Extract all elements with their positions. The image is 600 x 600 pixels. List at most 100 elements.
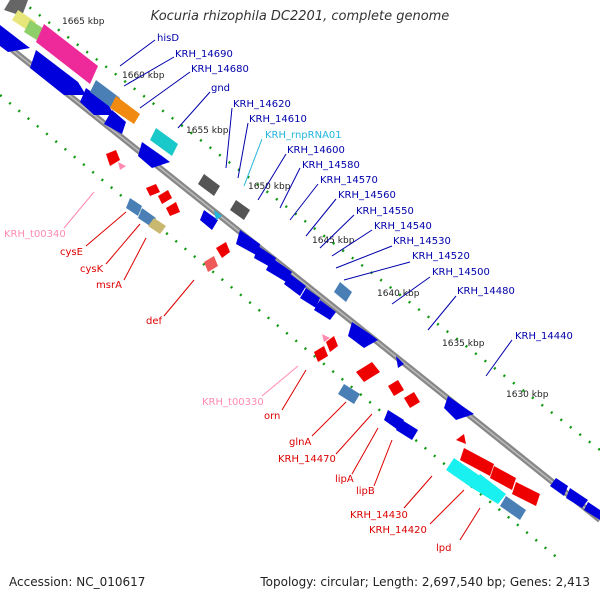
leader-krh-t00330 — [261, 365, 299, 397]
label-krh-14550[interactable]: KRH_14550 — [356, 206, 414, 217]
box-steel-5[interactable] — [338, 384, 360, 404]
gene-top-red[interactable] — [106, 150, 120, 166]
label-krh-14520[interactable]: KRH_14520 — [412, 251, 470, 262]
box-steel-1[interactable] — [90, 80, 120, 110]
leader-orn — [281, 369, 307, 411]
gene-cyse[interactable] — [146, 184, 160, 196]
gene-krh-14690[interactable] — [30, 50, 86, 95]
label-msra[interactable]: msrA — [96, 280, 122, 291]
box-gray-3[interactable] — [230, 200, 250, 220]
gene-lipb-b[interactable] — [396, 420, 418, 440]
box-cyan-2[interactable] — [446, 458, 480, 488]
gene-krh-14550[interactable] — [300, 288, 320, 308]
box-magenta[interactable] — [36, 24, 98, 84]
trna-t00340-marker[interactable] — [118, 162, 126, 170]
box-cyan-3[interactable] — [472, 474, 506, 504]
label-orn[interactable]: orn — [264, 411, 280, 422]
label-krh-14480[interactable]: KRH_14480 — [457, 286, 515, 297]
label-glna[interactable]: glnA — [289, 437, 311, 448]
gene-krh-14430-c[interactable] — [512, 482, 540, 506]
gene-hisd[interactable] — [0, 25, 30, 52]
gene-msra[interactable] — [166, 202, 180, 216]
label-krh-14440[interactable]: KRH_14440 — [515, 331, 573, 342]
leader-msra — [123, 237, 147, 281]
gene-krh-14440-c[interactable] — [584, 502, 600, 520]
label-krh-rnprna01[interactable]: KRH_rnpRNA01 — [265, 130, 342, 141]
leader-glna — [311, 401, 347, 437]
label-krh-14500[interactable]: KRH_14500 — [432, 267, 490, 278]
gene-krh-14680-b[interactable] — [104, 110, 126, 134]
label-cyse[interactable]: cysE — [60, 247, 83, 258]
label-krh-14420[interactable]: KRH_14420 — [369, 525, 427, 536]
gene-gnd[interactable] — [138, 142, 170, 168]
label-krh-14530[interactable]: KRH_14530 — [393, 236, 451, 247]
track-outer — [19, 0, 600, 451]
box-gray-1[interactable] — [4, 0, 28, 16]
label-krh-14570[interactable]: KRH_14570 — [320, 175, 378, 186]
label-lipa[interactable]: lipA — [335, 474, 354, 485]
gene-krh-14540[interactable] — [314, 300, 336, 320]
label-krh-t00340[interactable]: KRH_t00340 — [4, 229, 66, 240]
gene-krh-14430-a[interactable] — [460, 448, 494, 476]
gene-krh-14500[interactable] — [396, 356, 404, 368]
map-title: Kocuria rhizophila DC2201, complete geno… — [150, 9, 450, 24]
gene-krh-14470[interactable] — [388, 380, 404, 396]
box-steel-2[interactable] — [334, 282, 352, 302]
trna-t00330-marker[interactable] — [322, 334, 330, 342]
gene-krh-14560[interactable] — [284, 274, 306, 296]
kbp-tick-label: 1635 kbp — [442, 339, 485, 349]
gene-orn-b[interactable] — [326, 336, 338, 352]
label-lipb[interactable]: lipB — [356, 486, 375, 497]
label-krh-14540[interactable]: KRH_14540 — [374, 221, 432, 232]
gene-def[interactable] — [216, 242, 230, 258]
box-orange[interactable] — [110, 96, 140, 124]
label-lpd[interactable]: lpd — [436, 543, 451, 554]
leader-def — [163, 279, 195, 317]
gene-lipa[interactable] — [404, 392, 420, 408]
leader-krh-14570 — [289, 183, 319, 221]
box-steel-3[interactable] — [126, 198, 142, 216]
label-krh-14430[interactable]: KRH_14430 — [350, 510, 408, 521]
gene-cysk[interactable] — [158, 190, 172, 204]
gene-krh-14440-b[interactable] — [566, 488, 588, 508]
leader-krh-14550 — [319, 214, 355, 249]
label-krh-14690[interactable]: KRH_14690 — [175, 49, 233, 60]
gene-krh-14430-b[interactable] — [490, 466, 516, 490]
label-krh-14580[interactable]: KRH_14580 — [302, 160, 360, 171]
label-krh-14680[interactable]: KRH_14680 — [191, 64, 249, 75]
kbp-tick-label: 1640 kbp — [377, 289, 420, 299]
gene-glna[interactable] — [356, 362, 380, 382]
box-gray-2[interactable] — [198, 174, 220, 196]
gene-def-pale[interactable] — [204, 256, 218, 272]
label-cysk[interactable]: cysK — [80, 264, 104, 275]
box-cyan-1[interactable] — [150, 128, 178, 156]
gene-krh-14600[interactable] — [236, 230, 260, 256]
gene-krh-14480[interactable] — [444, 396, 474, 420]
gene-krh-14520[interactable] — [348, 322, 378, 348]
gene-krh-14680-a[interactable] — [80, 88, 114, 115]
label-krh-14610[interactable]: KRH_14610 — [249, 114, 307, 125]
forward-genes — [0, 25, 600, 520]
label-gnd[interactable]: gnd — [211, 83, 230, 94]
gene-orn[interactable] — [314, 346, 328, 362]
box-steel-6[interactable] — [500, 496, 526, 520]
box-tan[interactable] — [148, 218, 166, 234]
ncrna-marker[interactable] — [214, 210, 222, 220]
label-krh-14560[interactable]: KRH_14560 — [338, 190, 396, 201]
label-hisd[interactable]: hisD — [157, 33, 179, 44]
forward-category-boxes — [4, 0, 352, 302]
gene-krh-14620[interactable] — [200, 210, 218, 230]
gene-krh-14570[interactable] — [266, 258, 292, 282]
accession-text: Accession: NC_010617 — [9, 575, 146, 589]
leader-cyse — [85, 211, 127, 247]
label-krh-14470[interactable]: KRH_14470 — [278, 454, 336, 465]
label-krh-14620[interactable]: KRH_14620 — [233, 99, 291, 110]
gene-red-arrow[interactable] — [456, 434, 466, 444]
label-def[interactable]: def — [146, 316, 163, 327]
label-krh-t00330[interactable]: KRH_t00330 — [202, 397, 264, 408]
label-krh-14600[interactable]: KRH_14600 — [287, 145, 345, 156]
kbp-tick-label: 1630 kbp — [506, 390, 549, 400]
kbp-tick-label: 1655 kbp — [186, 126, 229, 136]
gene-krh-14440-a[interactable] — [550, 478, 568, 496]
